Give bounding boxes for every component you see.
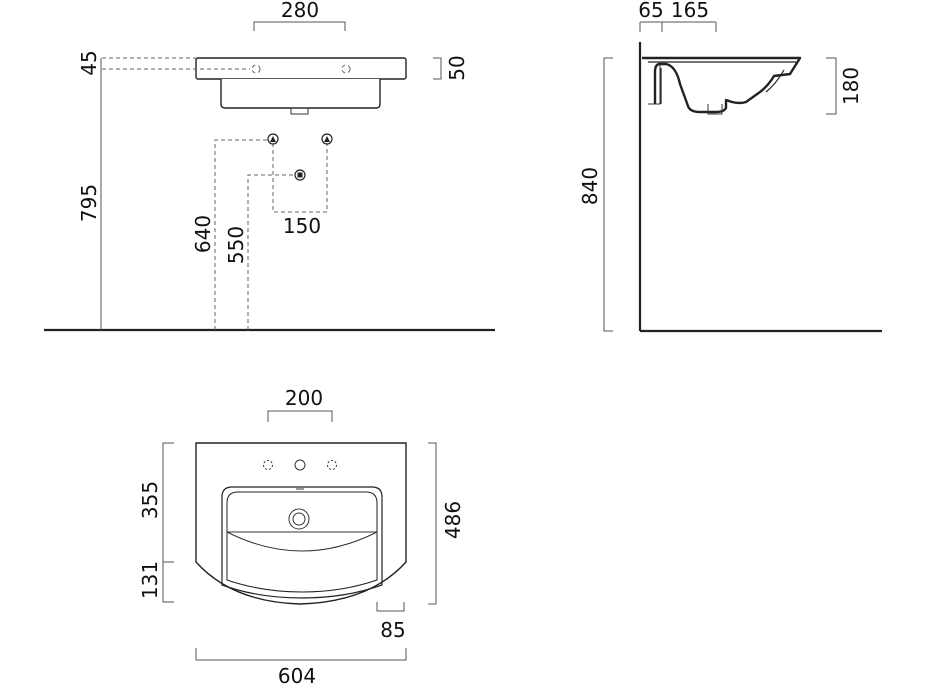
drain-stub <box>290 107 309 115</box>
dim-550-label: 550 <box>224 226 248 264</box>
plan-tap-hole-left <box>263 460 273 470</box>
plan-drain-inner <box>292 512 306 526</box>
tap-hole-left <box>251 64 261 74</box>
dim-65-label: 65 <box>638 0 663 22</box>
dim-640-label: 640 <box>191 215 215 253</box>
dim-486-label: 486 <box>441 501 465 539</box>
dim-200-label: 200 <box>285 386 323 410</box>
plan-drain-outer <box>288 508 310 530</box>
tap-connector-left <box>267 133 279 145</box>
basin-plan-bowl-outer <box>221 486 383 599</box>
dim-85-line <box>376 602 405 612</box>
side-drain <box>707 104 723 115</box>
dim-795-label: 795 <box>77 184 101 222</box>
basin-plan-bowl-inner <box>226 491 378 593</box>
dim-45-label: 45 <box>77 50 101 75</box>
tap-drop-left <box>272 143 328 213</box>
dim-604-label: 604 <box>278 664 316 686</box>
plan-tap-hole-right <box>327 460 337 470</box>
dim-165-label: 165 <box>671 0 709 22</box>
waste-connector <box>294 169 306 181</box>
basin-slab <box>195 57 407 80</box>
dim-280-label: 280 <box>281 0 319 22</box>
basin-inner-profile <box>648 61 796 104</box>
waste-line <box>247 174 297 330</box>
side-view: 65 165 180 840 <box>578 0 882 333</box>
plan-tap-hole-center <box>294 459 306 471</box>
tap-supply-line <box>214 139 272 330</box>
side-wall-support <box>648 64 661 105</box>
front-view: 280 45 50 795 <box>44 0 495 332</box>
dim-85-label: 85 <box>380 618 405 642</box>
dim-604-line <box>195 648 407 661</box>
dim-50-line <box>433 57 442 80</box>
dim-180-line <box>826 57 837 115</box>
basin-plan-outline <box>195 442 407 605</box>
dim-840-line <box>603 57 613 332</box>
tap-connector-right <box>321 133 333 145</box>
plan-view: 200 355 131 486 85 604 <box>138 386 465 686</box>
dim-200-line <box>267 410 333 422</box>
basin-profile <box>642 56 802 114</box>
dim-840-label: 840 <box>578 167 602 205</box>
dim-355-line <box>162 442 174 563</box>
dim-355-label: 355 <box>138 481 162 519</box>
bowl-back-curve <box>226 531 378 552</box>
dim-180-label: 180 <box>839 67 863 105</box>
dim-50-label: 50 <box>445 55 469 80</box>
basin-bowl-front <box>220 79 381 109</box>
dim-486-line <box>428 442 437 605</box>
dim-280-line <box>253 21 346 31</box>
tap-hole-right <box>341 64 351 74</box>
dim-150-label: 150 <box>283 214 321 238</box>
dim-131-label: 131 <box>138 561 162 599</box>
dim-131-line <box>162 562 174 603</box>
dim-65-165-line <box>639 21 717 32</box>
